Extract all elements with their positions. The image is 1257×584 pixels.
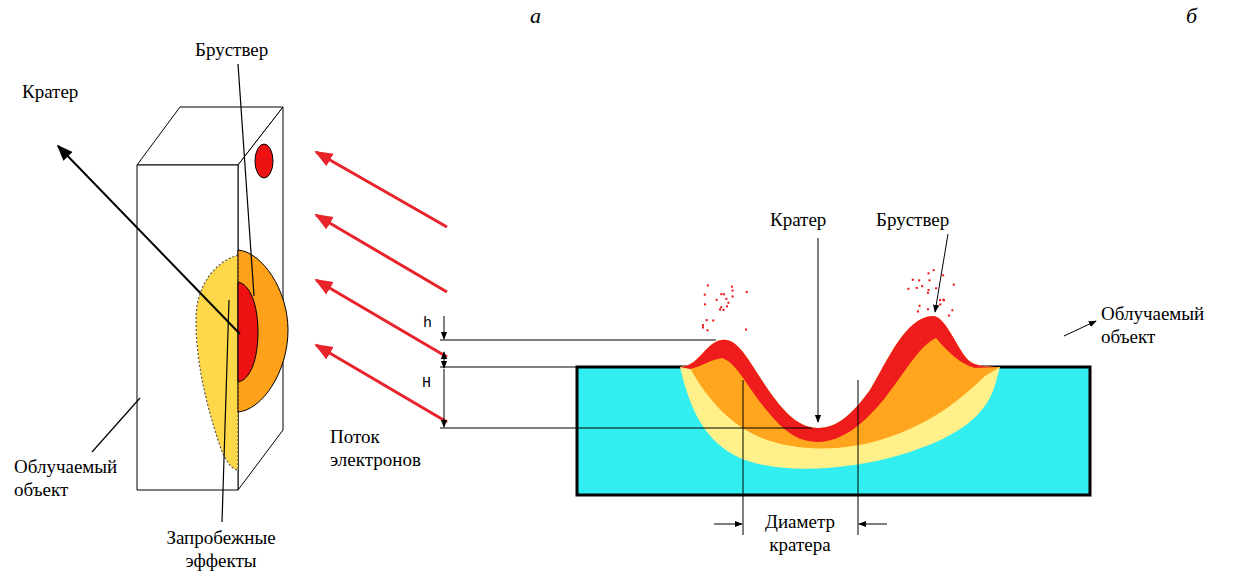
splatter-dot [916,287,918,289]
dim-arrow [444,369,445,427]
dim-arrow [444,316,445,339]
splatter-dot [720,306,722,308]
splatter-dot [943,299,945,301]
splatter-dot [939,303,941,305]
beam-arrow [316,215,447,292]
splatter-dot [727,302,729,304]
splatter-dot [935,287,937,289]
block-front [137,165,238,490]
splatter-dot [746,291,748,293]
dimensions [440,234,1096,535]
leader-arrow [58,146,240,334]
splatter-dot [720,293,722,295]
splatter-dot [942,299,944,301]
splatter-dot [716,299,718,301]
leader-arrow [818,238,819,422]
splatter-dot [723,309,725,311]
splatter-dot [951,309,953,311]
splatter-dot [702,326,704,328]
splatter-dot [704,294,706,296]
beam-arrow [316,280,447,357]
part-label: Кратер [22,80,78,103]
vapor-layer [680,316,1000,442]
ext-line [743,380,744,535]
part-label: Бруствер [195,38,268,61]
splatter-dot [707,329,709,331]
ext-line [858,380,859,535]
dim-arrow [714,524,742,525]
splatter-dot [732,295,734,297]
splatter-dot [702,324,704,326]
heated-layer [680,316,1000,469]
splatter-dot [707,284,709,286]
crater-zone [238,282,258,382]
splatter-dot [928,272,930,274]
splatter-dot [921,285,923,287]
dim-line [440,428,812,429]
splatter-dot [726,305,728,307]
part-label: Запробежные эффекты [160,526,282,572]
splatter-dot [929,279,931,281]
splatter-dot [927,308,929,310]
part-label: Облучаемый объект [14,455,126,501]
dim-line [440,367,577,368]
leader-line [92,398,140,452]
splatter-dot [918,279,920,281]
part-label: Поток электронов [330,425,442,471]
splatter-dot [706,319,708,321]
part-label: а [530,4,541,27]
dim-arrow [859,524,887,525]
splatter-dot [917,310,919,312]
splatter-dot [907,288,909,290]
splatter-dot [723,293,725,295]
range-effects-zone [196,255,238,470]
spot [255,144,273,178]
part-label: б [1186,4,1197,27]
splatter-dot [912,279,914,281]
part-label: H [422,372,431,395]
part-label: Облучаемый объект [1101,302,1221,348]
dim-arrow [444,352,445,368]
part-label: Диаметр кратера [738,510,862,556]
part-label: Кратер [770,208,826,231]
beam-arrow [316,345,447,422]
electron-beam [316,152,447,422]
splatter-dot [704,303,706,305]
splatter-dot [712,320,714,322]
melt-layer [680,316,1000,448]
part-label: h [423,312,432,335]
beam-arrow [316,152,447,227]
splatter-dot [731,286,733,288]
part-label: Бруствер [876,208,949,231]
splatter-dot [953,284,955,286]
splatter-dot [948,314,950,316]
splatter-dot [928,289,930,291]
leader-arrow [1064,321,1096,336]
splatter-dot [732,290,734,292]
splatter-dot [927,292,929,294]
splatter-dot [942,274,944,276]
splatter-dot [919,305,921,307]
leader-arrow [935,234,948,312]
splatter [702,269,955,331]
rampart-zone [238,250,288,412]
dim-line [440,340,716,341]
leaders-a [58,64,254,522]
splatter-dot [745,329,747,331]
leader-line [238,64,254,296]
leader-line [222,300,229,522]
splatter-dot [933,269,935,271]
splatter-dot [719,308,721,310]
splatter-dot [725,298,727,300]
splatter-dot [939,299,941,301]
